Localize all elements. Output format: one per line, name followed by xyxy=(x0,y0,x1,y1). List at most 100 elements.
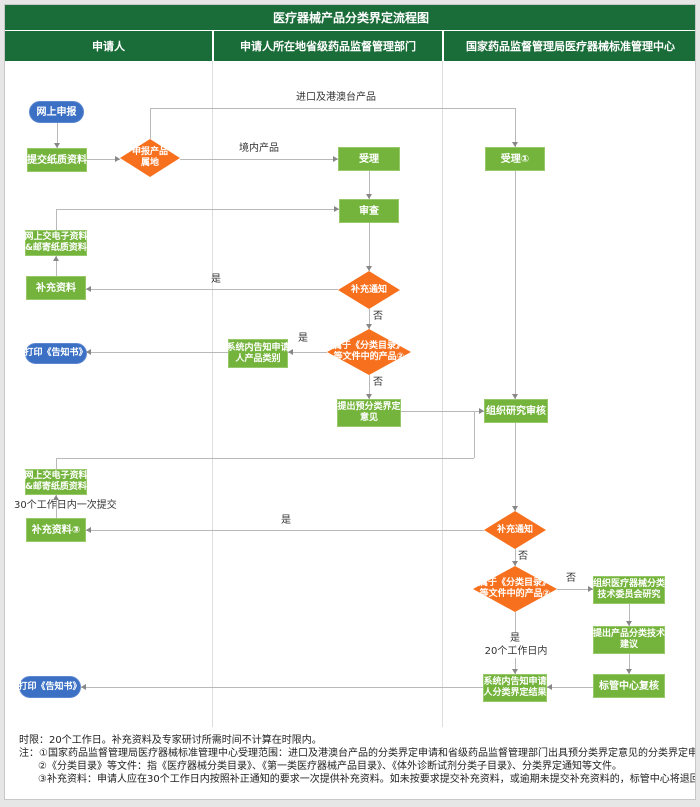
connector xyxy=(369,309,370,329)
decision-in-catalog-2: 属于《分类目录》 等文件中的产品② xyxy=(473,566,557,612)
edge-label-no-1: 否 xyxy=(373,311,383,322)
connector xyxy=(53,256,59,261)
connector xyxy=(366,324,372,329)
node-esubmit-2: 网上交电子资料 &邮寄纸质资料 xyxy=(25,469,88,495)
connector xyxy=(515,108,516,147)
edge-label-yes-1: 是 xyxy=(211,274,221,285)
connector xyxy=(512,669,518,674)
connector xyxy=(515,423,516,511)
note-1: 注：①国家药品监督管理局医疗器械标准管理中心受理范围：进口及港澳台产品的分类界定… xyxy=(19,748,696,759)
lane-divider xyxy=(442,61,443,727)
connector xyxy=(288,349,293,355)
connector xyxy=(53,495,59,500)
decision-in-catalog-1: 属于《分类目录》 等文件中的产品② xyxy=(327,329,411,375)
connector xyxy=(334,206,339,212)
decision-supplement-notice-2: 补充通知 xyxy=(484,511,546,549)
edge-label-30-days: 30个工作日内一次提交 xyxy=(14,500,117,511)
flowchart-sheet: 医疗器械产品分类界定流程图 申请人 申请人所在地省级药品监督管理部门 国家药品监… xyxy=(4,4,696,800)
connector xyxy=(86,530,484,531)
connector xyxy=(57,123,58,148)
connector xyxy=(588,586,593,592)
node-notify-category: 系统内告知申请 人产品类别 xyxy=(227,339,290,368)
connector xyxy=(56,458,474,459)
lane-national-center: 国家药品监督管理局医疗器械标准管理中心 xyxy=(444,31,695,61)
lane-applicant: 申请人 xyxy=(5,31,212,61)
note-time-limit: 时限：20个工作日。补充资料及专家研讨所需时间不计算在时限内。 xyxy=(19,735,322,746)
node-supplement-1: 补充资料 xyxy=(26,276,86,300)
connector xyxy=(626,621,632,626)
connector xyxy=(150,108,151,139)
connector xyxy=(150,108,515,109)
edge-label-no-3: 否 xyxy=(518,551,528,562)
node-supplement-2: 补充资料③ xyxy=(26,518,86,542)
node-accept-domestic: 受理 xyxy=(338,147,400,171)
connector xyxy=(54,143,60,148)
connector xyxy=(366,394,372,399)
lane-divider xyxy=(212,61,213,727)
connector xyxy=(288,352,327,353)
connector xyxy=(86,286,91,292)
connector xyxy=(81,684,86,690)
edge-label-20-days: 20个工作日内 xyxy=(482,646,550,658)
node-print-notice-1: 打印《告知书》 xyxy=(25,343,88,364)
node-submit-paper: 提交纸质资料 xyxy=(27,148,87,172)
node-notify-result: 系统内告知申请 人分类界定结果 xyxy=(483,674,547,702)
connector xyxy=(474,411,475,458)
connector xyxy=(515,549,516,566)
connector xyxy=(369,223,370,271)
node-center-recheck: 标管中心复核 xyxy=(593,674,665,698)
connector xyxy=(366,194,372,199)
connector xyxy=(333,156,338,162)
connector xyxy=(81,687,483,688)
connector xyxy=(369,171,370,199)
connector xyxy=(86,527,91,533)
node-tech-suggestion: 提出产品分类技术 建议 xyxy=(593,626,665,654)
connector xyxy=(547,684,552,690)
connector xyxy=(515,171,516,399)
edge-label-import-products: 进口及港澳台产品 xyxy=(296,92,376,103)
connector xyxy=(56,209,339,210)
node-esubmit-1: 网上交电子资料 &邮寄纸质资料 xyxy=(25,230,88,256)
connector xyxy=(180,159,338,160)
edge-label-yes-3: 是 xyxy=(281,515,291,526)
connector xyxy=(366,266,372,271)
connector xyxy=(56,458,57,469)
edge-label-no-2: 否 xyxy=(373,377,383,388)
note-3: ③补充资料：申请人应在30个工作日内按照补正通知的要求一次提供补充资料。如未按要… xyxy=(38,774,696,785)
connector xyxy=(512,142,518,147)
connector xyxy=(87,159,120,160)
node-online-declare: 网上申报 xyxy=(29,101,84,123)
node-print-notice-2: 打印《告知书》 xyxy=(19,676,82,698)
connector xyxy=(479,408,484,414)
connector xyxy=(512,561,518,566)
edge-label-domestic-products: 境内产品 xyxy=(239,143,279,154)
decision-product-locale: 申报产品 属地 xyxy=(120,139,180,177)
decision-supplement-notice-1: 补充通知 xyxy=(338,271,400,309)
connector xyxy=(56,256,57,276)
connector xyxy=(629,604,630,626)
connector xyxy=(626,669,632,674)
connector xyxy=(115,156,120,162)
node-pre-classify-opinion: 提出预分类界定 意见 xyxy=(337,399,401,427)
connector xyxy=(557,589,593,590)
connector xyxy=(512,394,518,399)
connector xyxy=(56,495,57,518)
connector xyxy=(512,506,518,511)
connector xyxy=(629,654,630,674)
connector xyxy=(547,687,593,688)
connector xyxy=(56,209,57,230)
node-review: 审查 xyxy=(339,199,399,223)
edge-label-yes-2: 是 xyxy=(298,333,308,344)
connector xyxy=(86,289,338,290)
page-title: 医疗器械产品分类界定流程图 xyxy=(5,5,695,30)
node-org-research-review: 组织研究审核 xyxy=(484,399,548,423)
connector xyxy=(401,411,484,412)
connector xyxy=(86,349,91,355)
node-committee-research: 组织医疗器械分类 技术委员会研究 xyxy=(593,576,665,604)
lane-provincial-authority: 申请人所在地省级药品监督管理部门 xyxy=(214,31,442,61)
connector xyxy=(369,375,370,399)
edge-label-no-4: 否 xyxy=(566,573,576,584)
connector xyxy=(86,352,228,353)
node-accept-import: 受理① xyxy=(485,147,545,171)
note-2: ②《分类目录》等文件：指《医疗器械分类目录》、《第一类医疗器械产品目录》、《体外… xyxy=(38,761,622,772)
